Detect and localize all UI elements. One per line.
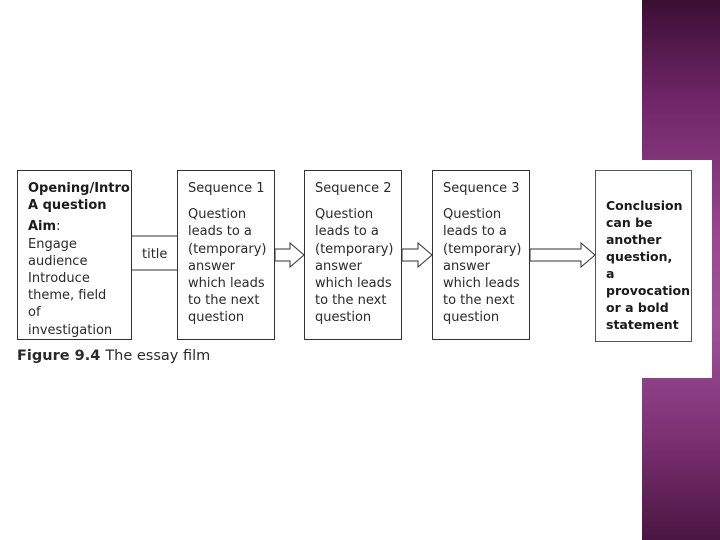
figure-number: Figure 9.4 <box>17 348 101 364</box>
sequence-3-box: Sequence 3 Question leads to a (temporar… <box>432 170 530 340</box>
sequence-2-heading: Sequence 2 <box>315 181 392 196</box>
essay-film-diagram: Opening/Intro A question Aim: Engage aud… <box>6 160 712 378</box>
opening-aim-line: Aim: <box>28 219 61 235</box>
arrow-seq3-to-conclusion <box>529 241 596 269</box>
sequence-1-box: Sequence 1 Question leads to a (temporar… <box>177 170 275 340</box>
arrow-seq1-to-seq2 <box>274 241 305 269</box>
arrow-seq2-to-seq3 <box>401 241 433 269</box>
sequence-1-heading: Sequence 1 <box>188 181 265 196</box>
opening-heading: Opening/Intro A question <box>28 181 130 214</box>
aim-label: Aim <box>28 219 57 235</box>
sequence-2-body: Question leads to a (temporary) answer w… <box>315 207 394 326</box>
title-label: title <box>142 247 168 262</box>
opening-box: Opening/Intro A question Aim: Engage aud… <box>17 170 132 340</box>
figure-caption-text: The essay film <box>105 348 211 364</box>
sequence-3-heading: Sequence 3 <box>443 181 520 196</box>
sequence-2-box: Sequence 2 Question leads to a (temporar… <box>304 170 402 340</box>
opening-body: Engage audience Introduce theme, field o… <box>28 236 113 338</box>
sequence-3-body: Question leads to a (temporary) answer w… <box>443 207 522 326</box>
diagram-connectors <box>132 235 596 271</box>
sequence-1-body: Question leads to a (temporary) answer w… <box>188 207 267 326</box>
conclusion-box: Conclusion can be another question, a pr… <box>595 170 692 342</box>
